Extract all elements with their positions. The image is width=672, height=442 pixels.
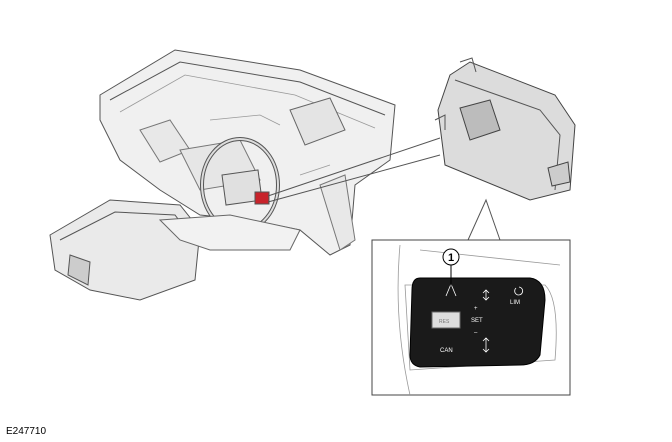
leader-line (267, 137, 441, 197)
center-console-illustration (49, 199, 301, 301)
figure-reference: E247710 (6, 426, 47, 437)
plus-label: + (474, 306, 478, 312)
highlighted-switch-location (254, 191, 270, 205)
resume-label: RES (439, 319, 450, 325)
callout-marker (442, 248, 460, 266)
set-label: SET (471, 318, 483, 324)
cancel-label: CAN (440, 348, 453, 354)
up-down-arrow-icon (482, 337, 490, 353)
leader-line (267, 154, 441, 203)
cruise-control-switch (409, 277, 546, 368)
limiter-label: LIM (510, 300, 520, 306)
callout-number: 1 (448, 252, 454, 264)
switch-module-illustration (434, 57, 576, 201)
speed-limiter-icon (514, 286, 524, 296)
callout-pointer (467, 198, 501, 241)
dashboard-illustration (99, 49, 396, 256)
steering-wheel-illustration (200, 137, 280, 233)
minus-label: – (474, 330, 478, 336)
resume-button (431, 311, 461, 329)
detail-callout-box: RES + SET – CAN LIM 1 (371, 239, 571, 396)
gap-adjust-icon (482, 289, 490, 301)
